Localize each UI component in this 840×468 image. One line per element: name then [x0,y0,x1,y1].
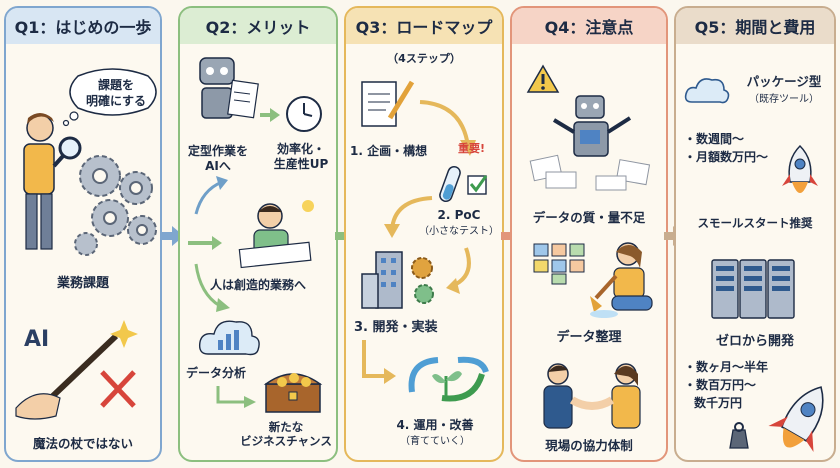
q5-pkg-cost: ・月額数万円〜 [684,150,769,164]
person-magnifier-icon [23,113,82,250]
q2-new-business-label: 新たなビジネスチャンス [240,420,332,449]
panel-q4: Q4：注意点 データの質・量不足 データ整理 現場の協力体制 [510,6,668,462]
small-rocket-icon [782,144,818,193]
person-drawing-icon [238,200,314,269]
important-label: 重要! [458,142,486,155]
cloud-chart-icon [198,320,260,356]
q5-zero-dev: ゼロから開発 [715,334,794,349]
panel-q1: Q1：はじめの一歩 課題を 明確にする 業務課題 AI 魔法の杖ではない [4,6,162,462]
bubble-text-1: 課題を [97,78,134,92]
test-tube-icon [439,165,488,203]
notepad-pencil-icon [361,80,415,127]
q4-caption-cooperation: 現場の協力体制 [545,438,633,453]
q5-pkg-period: ・数週間〜 [684,132,745,146]
curved-arrow-icon [419,100,476,156]
person-cleaning-icon [590,242,653,318]
q5-dev-period: ・数ヶ月〜半年 [684,360,769,374]
step1-label: 1. 企画・構想 [350,144,428,158]
q2-human-label: 人は創造的業務へ [210,278,307,292]
ai-label: AI [24,327,50,352]
panel-q5: Q5：期間と費用 パッケージ型（既存ツール） ・数週間〜 ・月額数万円〜 スモー… [674,6,836,462]
arrow-up-icon [194,176,228,215]
robot-icon [199,57,259,119]
arrow-right-icon [260,108,280,122]
sticky-notes-icon [533,243,585,285]
treasure-chest-icon [263,373,323,413]
q2-header: Q2：メリット [180,8,336,44]
q5-dev-cost-max: 数千万円 [694,396,743,410]
speech-bubble-icon [62,68,157,127]
q1-caption-wand: 魔法の杖ではない [32,436,133,451]
curved-arrow-icon [384,196,433,238]
warning-icon [526,64,560,93]
q3-header: Q3：ロードマップ [346,8,502,44]
magic-wand-icon [15,320,138,420]
server-icon [711,259,795,319]
step3-label: 3. 開発・実装 [354,320,438,335]
cycle-sprout-icon [408,356,489,402]
q4-caption-cleanup: データ整理 [556,330,622,345]
arrow-right-icon [188,236,222,250]
step4-label: 4. 運用・改善（育てていく） [396,418,474,447]
q1-header: Q1：はじめの一歩 [6,8,160,44]
curved-arrow-icon [446,247,471,294]
arrow-right-icon [216,386,256,408]
handshake-icon [543,363,641,429]
arrow-down-icon [194,263,230,312]
step2-label: 2. PoC（小さなテスト） [419,208,499,237]
q3-subtitle: （4ステップ） [387,52,461,65]
arrow-down-right-icon [362,340,396,384]
building-gears-icon [361,251,434,309]
q4-header: Q4：注意点 [512,8,666,44]
q1-caption-issue: 業務課題 [56,276,109,291]
q5-header: Q5：期間と費用 [676,8,834,44]
weight-icon [729,422,749,449]
broken-robot-icon [529,95,651,191]
gears-icon [74,155,157,256]
q5-small-start: スモールスタート推奨 [697,216,813,230]
q2-data-label: データ分析 [186,366,247,380]
panel-q3: Q3：ロードマップ （4ステップ） 1. 企画・構想 重要! 2. PoC（小さ… [344,6,504,462]
cloud-icon [684,78,730,104]
q4-caption-data: データの質・量不足 [532,210,646,225]
big-rocket-icon [768,386,824,453]
q2-effect-label: 効率化・生産性UP [273,142,329,171]
q5-dev-cost: ・数百万円〜 [684,378,757,392]
clock-icon [286,96,322,132]
q5-package-label: パッケージ型（既存ツール） [746,74,822,105]
bubble-text-2: 明確にする [85,94,147,108]
